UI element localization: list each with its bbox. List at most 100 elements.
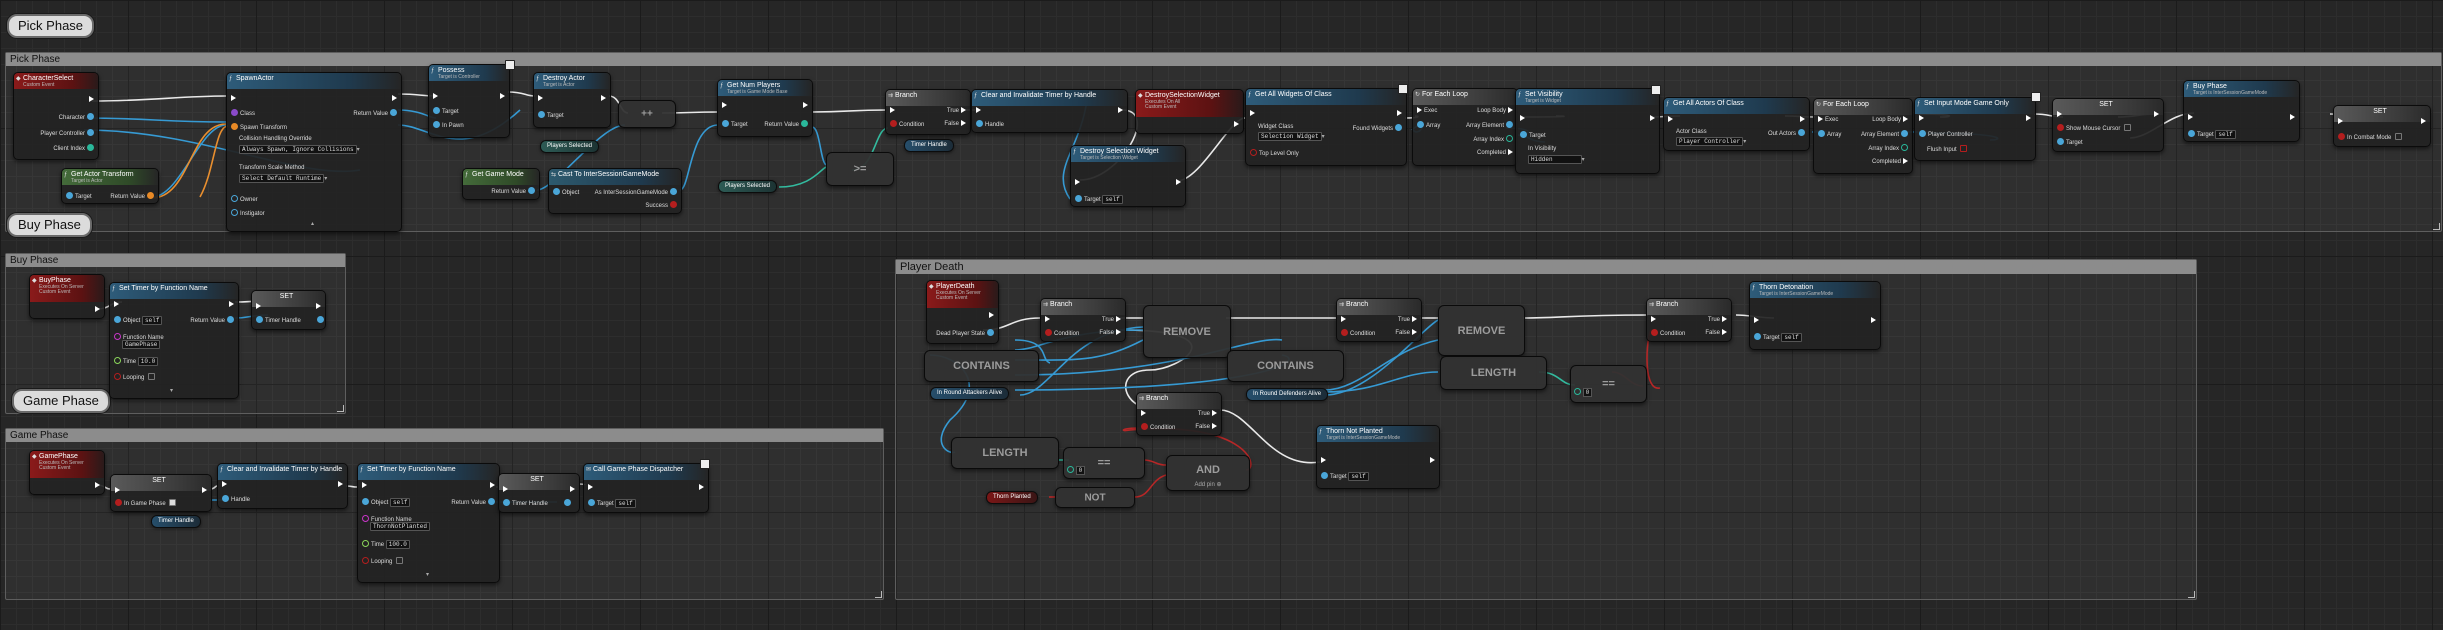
array-element-pin[interactable]: Array Element xyxy=(1466,121,1515,130)
node-set-in-combat-mode[interactable]: SET In Combat Mode xyxy=(2333,105,2431,147)
node-contains-2[interactable]: CONTAINS xyxy=(1227,350,1344,382)
exec-in-pin[interactable] xyxy=(1666,116,1675,124)
as-game-mode-pin[interactable]: As InterSessionGameMode xyxy=(595,188,679,197)
exec-out-pin[interactable] xyxy=(498,93,507,101)
target-pin[interactable]: Target self xyxy=(2186,130,2236,139)
instigator-pin[interactable]: Instigator xyxy=(229,209,265,218)
class-pin[interactable]: Class xyxy=(229,109,255,118)
node-set-show-mouse-cursor[interactable]: SET Show Mouse Cursor Target xyxy=(2052,98,2164,152)
condition-pin[interactable]: Condition xyxy=(1339,329,1375,338)
node-remove-1[interactable]: REMOVE xyxy=(1143,305,1231,358)
player-controller-pin[interactable]: Player Controller xyxy=(1917,130,1973,139)
exec-in-pin[interactable] xyxy=(1319,457,1328,465)
loop-body-pin[interactable]: Loop Body xyxy=(1477,107,1515,115)
exec-out-pin[interactable] xyxy=(987,312,996,320)
exec-in-pin[interactable] xyxy=(2186,114,2195,122)
false-pin[interactable]: False xyxy=(1099,329,1123,337)
node-equals-1[interactable]: == 0 xyxy=(1570,365,1647,403)
exec-out-pin[interactable] xyxy=(390,95,399,103)
condition-pin[interactable]: Condition xyxy=(1043,329,1079,338)
array-index-pin[interactable]: Array Index xyxy=(1868,144,1910,153)
node-remove-2[interactable]: REMOVE xyxy=(1438,305,1525,356)
exec-in-pin[interactable] xyxy=(888,107,897,115)
visibility-dropdown[interactable]: Hidden▾ xyxy=(1528,155,1585,164)
top-level-only-pin[interactable]: Top Level Only xyxy=(1248,149,1299,158)
false-pin[interactable]: False xyxy=(1395,329,1419,337)
var-in-round-attackers[interactable]: In Round Attackers Alive xyxy=(930,387,1010,400)
var-players-selected[interactable]: Players Selected xyxy=(540,140,600,153)
collision-handling-dropdown[interactable]: Always Spawn, Ignore Collisions▾ xyxy=(239,145,360,154)
exec-out-pin[interactable] xyxy=(1395,110,1404,118)
node-set-timer-handle-buy[interactable]: SET Timer Handle xyxy=(251,290,326,330)
var-timer-handle[interactable]: Timer Handle xyxy=(904,139,954,152)
node-contains-1[interactable]: CONTAINS xyxy=(924,350,1039,382)
exec-in-pin[interactable] xyxy=(536,95,545,103)
return-value-pin[interactable]: Return Value xyxy=(190,316,236,325)
exec-out-pin[interactable] xyxy=(2152,111,2161,119)
return-value-pin[interactable]: Return Value xyxy=(110,192,156,201)
node-branch-death-2[interactable]: ⇉Branch True Condition False xyxy=(1336,298,1422,342)
exec-in-pin[interactable] xyxy=(586,484,595,492)
show-mouse-cursor-pin[interactable]: Show Mouse Cursor xyxy=(2055,124,2133,133)
exec-in-pin[interactable] xyxy=(1043,316,1052,324)
node-call-game-phase-dispatcher[interactable]: ✉Call Game Phase Dispatcher Target self xyxy=(583,463,709,513)
out-actors-pin[interactable]: Out Actors xyxy=(1768,129,1807,138)
client-index-pin[interactable]: Client Index xyxy=(53,144,96,153)
bubble-game-phase[interactable]: Game Phase xyxy=(12,389,110,413)
true-pin[interactable]: True xyxy=(1398,316,1419,324)
exec-in-pin[interactable] xyxy=(112,301,121,309)
node-set-in-game-phase[interactable]: SET In Game Phase xyxy=(110,474,212,512)
looping-pin[interactable]: Looping xyxy=(360,557,405,566)
node-equals-2[interactable]: == 0 xyxy=(1063,447,1145,479)
exec-out-pin[interactable] xyxy=(2024,115,2033,123)
node-branch-death-1[interactable]: ⇉Branch True Condition False xyxy=(1040,298,1126,342)
exec-in-pin[interactable] xyxy=(2055,111,2064,119)
exec-out-pin[interactable] xyxy=(568,486,577,494)
in-combat-mode-pin[interactable]: In Combat Mode xyxy=(2336,133,2404,142)
node-greater-equal[interactable]: >= xyxy=(826,152,894,186)
node-length-2[interactable]: LENGTH xyxy=(951,437,1059,469)
function-name-pin[interactable]: Function Name xyxy=(360,515,412,524)
exec-in-pin[interactable] xyxy=(254,303,263,311)
exec-in-pin[interactable] xyxy=(1917,115,1926,123)
flush-input-pin[interactable]: Flush Input xyxy=(1927,145,1969,154)
node-set-timer-handle-game[interactable]: SET Timer Handle xyxy=(498,473,580,513)
node-for-each-2[interactable]: ↻For Each Loop Exec Loop Body Array Arra… xyxy=(1813,98,1913,174)
false-pin[interactable]: False xyxy=(1705,329,1729,337)
target-pin[interactable]: Target self xyxy=(1319,472,1369,481)
dead-player-state-pin[interactable]: Dead Player State xyxy=(936,329,996,338)
condition-pin[interactable]: Condition xyxy=(888,120,924,129)
timer-handle-pin[interactable]: Timer Handle xyxy=(254,316,325,325)
node-branch-death-4[interactable]: ⇉Branch True Condition False xyxy=(1136,392,1222,436)
true-pin[interactable]: True xyxy=(1708,316,1729,324)
actor-class-dropdown[interactable]: Player Controller▾ xyxy=(1676,137,1746,146)
false-pin[interactable]: False xyxy=(944,120,968,128)
widget-class-dropdown[interactable]: Selection Widget▾ xyxy=(1258,132,1325,141)
chevron-down-icon[interactable]: ▾ xyxy=(170,388,174,394)
node-for-each-1[interactable]: ↻For Each Loop Exec Loop Body Array Arra… xyxy=(1412,88,1518,166)
exec-out-pin[interactable] xyxy=(227,301,236,309)
return-value-pin[interactable]: Return Value xyxy=(491,187,537,196)
exec-out-pin[interactable] xyxy=(93,482,102,490)
target-pin[interactable]: Target xyxy=(2055,138,2083,147)
exec-out-pin[interactable] xyxy=(200,487,209,495)
